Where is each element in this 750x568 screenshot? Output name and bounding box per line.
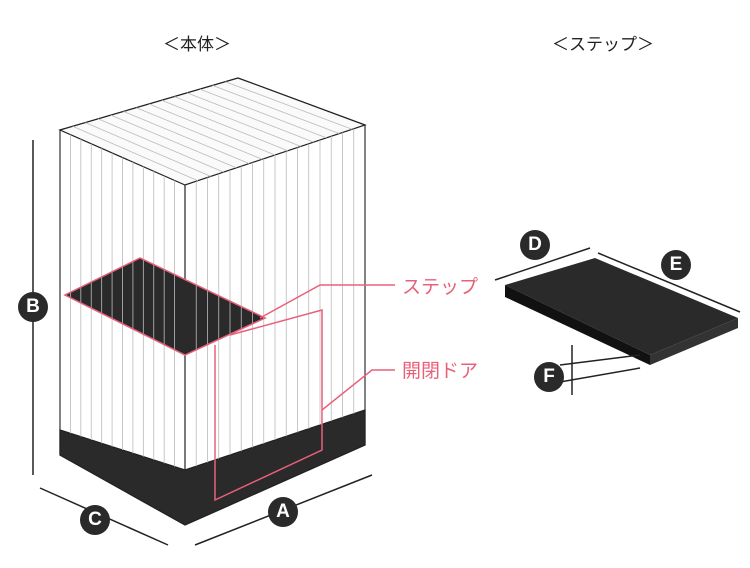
cage-bar [110, 114, 237, 169]
cage-bar [136, 107, 263, 160]
cage-bar [148, 103, 276, 156]
cage-bar [174, 96, 301, 147]
cage-bar [199, 88, 327, 139]
body-title: ＜本体＞ [163, 35, 231, 55]
cage-bar [186, 92, 314, 143]
dimension-c-badge: C [80, 505, 110, 535]
cage-bar [97, 118, 224, 173]
dimension-e-badge: E [661, 250, 691, 280]
dimension-d-badge: D [520, 230, 550, 260]
door-callout: 開閉ドア [402, 360, 479, 382]
cage-bar [225, 81, 353, 130]
step-tray [505, 258, 738, 365]
dimension-b-badge: B [18, 292, 48, 322]
cage-illustration [58, 77, 367, 526]
cage-bar [212, 85, 340, 134]
dimension-f-badge: F [534, 362, 564, 392]
step-title: ＜ステップ＞ [552, 35, 654, 55]
cage-bar [72, 125, 199, 182]
cage-bar [123, 111, 250, 164]
step-callout: ステップ [402, 276, 479, 298]
cage-bar [85, 122, 211, 177]
callout-lines [63, 257, 395, 502]
cage-bar [161, 99, 289, 152]
dimension-a-badge: A [268, 497, 298, 527]
